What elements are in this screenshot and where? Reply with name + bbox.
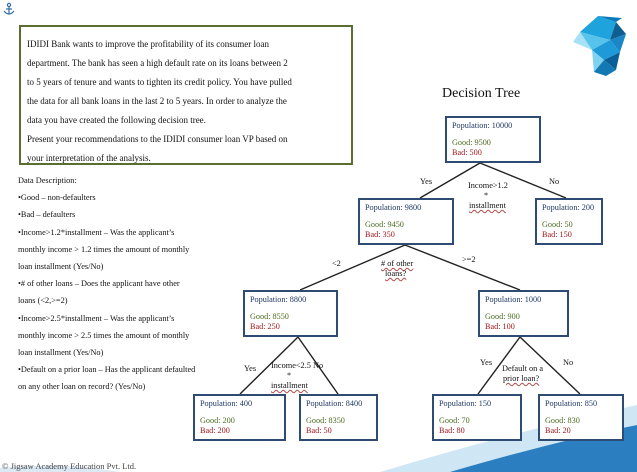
node-population: Population: 8800 xyxy=(250,295,307,304)
node-population: Population: 400 xyxy=(200,399,253,408)
tree-node-1000: Population: 1000 Good: 900 Bad: 100 xyxy=(478,290,569,337)
problem-line: your interpretation of the analysis. xyxy=(27,153,151,163)
description-line: •Income>2.5*installment – Was the applic… xyxy=(18,313,175,323)
node-bad: Bad: 500 xyxy=(452,148,482,157)
edge-label-no: No xyxy=(563,358,574,367)
edge-9800-8800 xyxy=(299,244,406,291)
split-label-income-2-5: Income<2.5 No xyxy=(271,361,324,370)
description-line: •Income>1.2*installment – Was the applic… xyxy=(18,227,175,237)
edge-1000-850 xyxy=(519,336,581,395)
edge-root-9800 xyxy=(419,162,481,199)
problem-line: data you have created the following deci… xyxy=(27,115,206,125)
node-good: Good: 200 xyxy=(200,416,235,425)
node-population: Population: 10000 xyxy=(452,121,513,130)
edge-label-lt2: <2 xyxy=(332,259,341,268)
description-line: •Bad – defaulters xyxy=(18,210,76,220)
tree-title: Decision Tree xyxy=(442,86,521,101)
tree-node-8400: Population: 8400 Good: 8350 Bad: 50 xyxy=(299,394,378,441)
node-bad: Bad: 100 xyxy=(485,322,515,331)
description-line: loan installment (Yes/No) xyxy=(18,262,104,272)
node-good: Good: 900 xyxy=(485,312,520,321)
description-line: •Default on a prior loan – Has the appli… xyxy=(18,365,196,375)
edge-1000-150 xyxy=(477,336,521,395)
split-label-star: * xyxy=(287,371,292,380)
description-line: •Good – non-defaulters xyxy=(18,193,96,203)
edge-9800-1000 xyxy=(404,244,521,291)
footer-copyright: © Jigsaw Academy Education Pvt. Ltd. xyxy=(2,461,137,471)
problem-line: Present your recommendations to the IDID… xyxy=(27,134,288,144)
tree-node-200: Population: 200 Good: 50 Bad: 150 xyxy=(535,198,603,245)
node-bad: Bad: 80 xyxy=(439,426,465,435)
node-good: Good: 8350 xyxy=(306,416,345,425)
node-good: Good: 8550 xyxy=(250,312,289,321)
edge-root-200 xyxy=(479,162,567,199)
description-line: monthly income > 1.2 times the amount of… xyxy=(18,244,190,254)
node-good: Good: 830 xyxy=(545,416,580,425)
description-line: loan installment (Yes/No) xyxy=(18,348,104,358)
node-good: Good: 70 xyxy=(439,416,470,425)
problem-line: to 5 years of tenure and wants to tighte… xyxy=(27,77,292,87)
edge-8800-8400 xyxy=(297,336,339,395)
node-bad: Bad: 250 xyxy=(250,322,280,331)
split-label-installment: installment xyxy=(271,381,308,390)
problem-line: the data for all bank loans in the last … xyxy=(27,96,287,106)
edge-label-yes: Yes xyxy=(420,177,433,186)
edge-label-yes: Yes xyxy=(480,358,493,367)
node-bad: Bad: 20 xyxy=(545,426,571,435)
split-label-star: * xyxy=(484,191,489,200)
node-population: Population: 8400 xyxy=(306,399,363,408)
node-good: Good: 9500 xyxy=(452,138,491,147)
tree-node-150: Population: 150 Good: 70 Bad: 80 xyxy=(432,394,522,441)
node-bad: Bad: 50 xyxy=(306,426,332,435)
tree-node-9800: Population: 9800 Good: 9450 Bad: 350 xyxy=(358,198,454,245)
edge-label-ge2: >=2 xyxy=(462,255,476,264)
edge-8800-400 xyxy=(239,336,299,395)
edge-label-yes: Yes xyxy=(244,364,257,373)
node-bad: Bad: 200 xyxy=(200,426,230,435)
split-label-other-loans: # of other xyxy=(381,259,414,268)
node-population: Population: 200 xyxy=(542,203,595,212)
node-good: Good: 50 xyxy=(542,220,573,229)
tree-node-8800: Population: 8800 Good: 8550 Bad: 250 xyxy=(243,290,338,337)
tree-node-root: Population: 10000 Good: 9500 Bad: 500 xyxy=(445,116,541,163)
split-label-loans: loans? xyxy=(385,269,407,278)
description-line: on any other loan on record? (Yes/No) xyxy=(18,382,146,392)
split-label-installment: installment xyxy=(469,201,506,210)
problem-statement-box: IDIDI Bank wants to improve the profitab… xyxy=(19,25,353,165)
node-population: Population: 150 xyxy=(439,399,492,408)
split-label-income-1-2: Income>1.2 xyxy=(468,181,508,190)
split-label-prior-loan: prior loan? xyxy=(503,374,540,383)
node-population: Population: 1000 xyxy=(485,295,542,304)
node-good: Good: 9450 xyxy=(365,220,404,229)
description-line: loans (<2,>=2) xyxy=(18,296,68,306)
tree-node-400: Population: 400 Good: 200 Bad: 200 xyxy=(193,394,286,441)
edge-label-no: No xyxy=(549,177,560,186)
tree-node-850: Population: 850 Good: 830 Bad: 20 xyxy=(538,394,624,441)
data-description: Data Description: •Good – non-defaulters… xyxy=(18,172,233,396)
anchor-icon xyxy=(3,2,15,15)
problem-line: department. The bank has seen a high def… xyxy=(27,58,288,68)
node-bad: Bad: 350 xyxy=(365,230,395,239)
problem-line: IDIDI Bank wants to improve the profitab… xyxy=(27,39,269,49)
node-population: Population: 9800 xyxy=(365,203,422,212)
description-line: monthly income > 2.5 times the amount of… xyxy=(18,330,190,340)
node-bad: Bad: 150 xyxy=(542,230,572,239)
split-label-default: Default on a xyxy=(502,364,544,373)
node-population: Population: 850 xyxy=(545,399,598,408)
description-line: •# of other loans – Does the applicant h… xyxy=(18,279,180,289)
description-heading: Data Description: xyxy=(18,176,77,185)
company-logo xyxy=(573,16,626,76)
